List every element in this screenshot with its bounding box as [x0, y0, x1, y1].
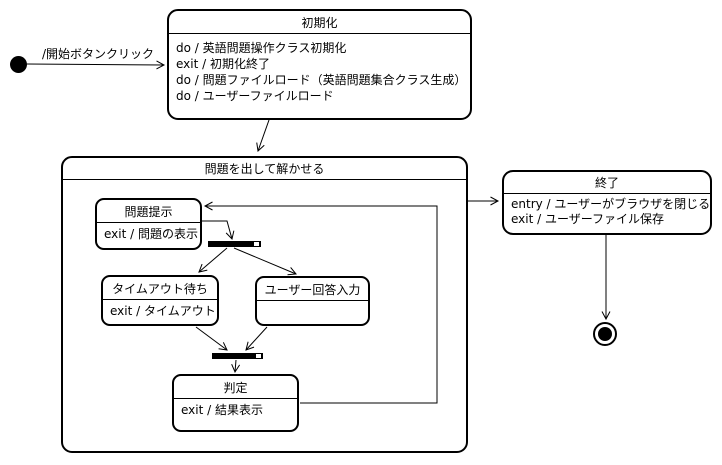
final-state-node[interactable]: [593, 322, 617, 346]
transition-label-start: /開始ボタンクリック: [41, 47, 155, 61]
state-present-title: 問題提示: [97, 200, 200, 223]
state-timeout[interactable]: タイムアウト待ち exit / タイムアウト: [101, 275, 219, 326]
state-action-line: exit / 初期化終了: [176, 57, 270, 71]
state-init-actions: do / 英語問題操作クラス初期化 exit / 初期化終了 do / 問題ファ…: [169, 34, 470, 104]
state-timeout-actions: exit / タイムアウト: [103, 300, 217, 319]
state-answer-actions: [257, 301, 368, 325]
selection-handle: [256, 354, 261, 358]
final-state-dot: [598, 327, 612, 341]
state-judge[interactable]: 判定 exit / 結果表示: [172, 374, 299, 432]
state-end-actions: entry / ユーザーがブラウザを閉じる exit / ユーザーファイル保存: [504, 194, 710, 227]
state-action-line: do / 問題ファイルロード（英語問題集合クラス生成）: [176, 73, 467, 87]
state-action-line: do / 英語問題操作クラス初期化: [176, 41, 347, 55]
transition-judge-to-present[interactable]: [203, 201, 438, 404]
state-init-title: 初期化: [169, 11, 470, 34]
transition-present-to-fork[interactable]: [202, 220, 235, 241]
transition-answer-to-join[interactable]: [245, 326, 268, 351]
state-action-line: entry / ユーザーがブラウザを閉じる: [511, 197, 711, 211]
transition-fork-to-timeout[interactable]: [198, 247, 228, 273]
state-action-line: exit / タイムアウト: [110, 304, 216, 318]
transition-timeout-to-join[interactable]: [195, 326, 228, 351]
state-action-line: exit / 問題の表示: [104, 227, 198, 241]
transition-join-to-judge[interactable]: [231, 359, 241, 374]
state-action-line: exit / 結果表示: [181, 403, 263, 417]
state-present[interactable]: 問題提示 exit / 問題の表示: [95, 198, 202, 250]
state-answer-title: ユーザー回答入力: [257, 278, 368, 301]
state-init[interactable]: 初期化 do / 英語問題操作クラス初期化 exit / 初期化終了 do / …: [167, 9, 472, 120]
join-bar[interactable]: [212, 353, 263, 359]
state-timeout-title: タイムアウト待ち: [103, 277, 217, 300]
state-answer[interactable]: ユーザー回答入力: [255, 276, 370, 326]
fork-bar[interactable]: [208, 241, 261, 247]
state-quiz-title: 問題を出して解かせる: [63, 158, 466, 180]
state-judge-title: 判定: [174, 376, 297, 399]
state-action-line: do / ユーザーファイルロード: [176, 89, 334, 103]
selection-handle: [254, 242, 259, 246]
state-action-line: exit / ユーザーファイル保存: [511, 212, 665, 226]
transition-start-to-init[interactable]: [26, 60, 166, 70]
state-present-actions: exit / 問題の表示: [97, 223, 200, 242]
state-end[interactable]: 終了 entry / ユーザーがブラウザを閉じる exit / ユーザーファイル…: [502, 170, 712, 235]
initial-state-node[interactable]: [10, 56, 27, 73]
transition-init-to-quiz[interactable]: [256, 119, 270, 153]
state-end-title: 終了: [504, 172, 710, 194]
state-judge-actions: exit / 結果表示: [174, 399, 297, 418]
transition-fork-to-answer[interactable]: [233, 247, 297, 276]
